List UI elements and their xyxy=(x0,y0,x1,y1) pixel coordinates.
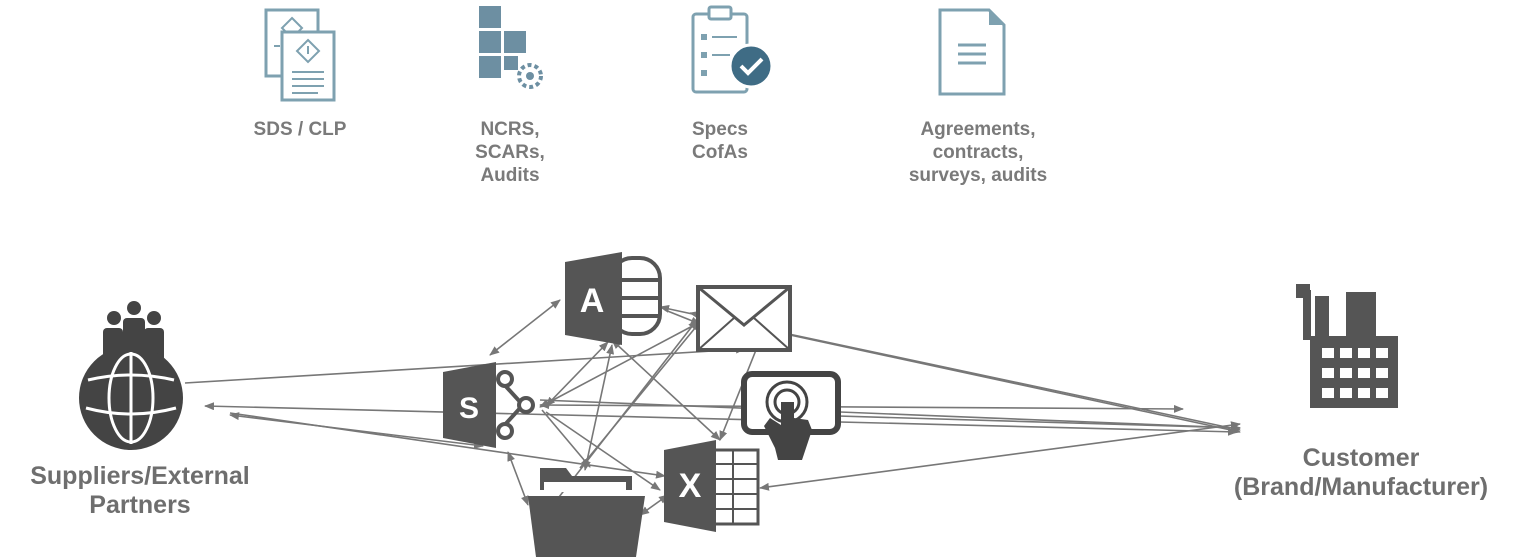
tablet-touch-icon xyxy=(741,371,841,460)
sharepoint-icon: S xyxy=(443,362,535,448)
clipboard-check-icon xyxy=(691,5,774,94)
suppliers-label: Suppliers/External Partners xyxy=(30,462,250,519)
doc-label-agreements: Agreements, contracts, surveys, audits xyxy=(908,119,1048,186)
doc-label-specs: Specs CofAs xyxy=(692,119,748,163)
ncr-blocks-gear-icon xyxy=(479,6,543,89)
customer-label: Customer (Brand/Manufacturer) xyxy=(1233,444,1489,501)
sds-document-icon xyxy=(264,8,336,102)
people-globe-icon xyxy=(79,301,183,450)
doc-label-sds: SDS / CLP xyxy=(253,119,347,140)
svg-text:X: X xyxy=(679,467,702,505)
access-database-icon: A xyxy=(565,252,662,345)
document-icon xyxy=(938,8,1006,96)
doc-label-ncrs: NCRS, SCARs, Audits xyxy=(475,119,545,186)
factory-icon xyxy=(1296,284,1398,408)
excel-icon: X xyxy=(664,440,760,532)
svg-text:S: S xyxy=(459,392,479,425)
folder-icon xyxy=(528,468,645,557)
svg-text:A: A xyxy=(580,282,605,320)
email-envelope-icon xyxy=(696,285,792,352)
